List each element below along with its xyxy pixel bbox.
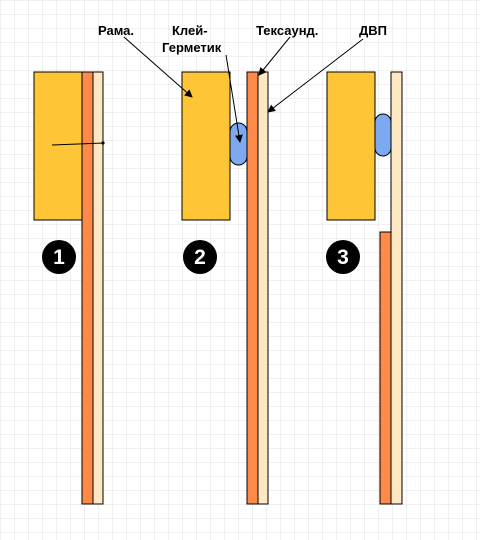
- step-number-3: 3: [337, 246, 349, 269]
- frame-block-1: [33, 71, 83, 221]
- fiberboard-label: ДВП: [359, 23, 387, 38]
- fiberboard-layer-1: [92, 71, 104, 505]
- sealant-bead-3: [374, 113, 392, 157]
- texound-layer-3: [379, 231, 392, 505]
- texound-callout-arrow: [258, 36, 291, 76]
- fastener-dot-1: [101, 141, 105, 145]
- frame-label: Рама.: [98, 23, 134, 38]
- step-badge-2: [183, 240, 217, 274]
- step-badge-3: [326, 240, 360, 274]
- step-number-1: 1: [53, 246, 65, 269]
- sealant-bead-2: [229, 122, 248, 166]
- texound-layer-2: [246, 71, 259, 505]
- sealant-label-line2: Герметик: [162, 40, 222, 55]
- assembly-3: 3: [326, 71, 403, 505]
- step-badge-1: [42, 240, 76, 274]
- fiberboard-layer-3: [390, 71, 403, 505]
- fiberboard-layer-2: [257, 71, 269, 505]
- frame-callout-arrow: [123, 36, 193, 98]
- texound-layer-1: [81, 71, 94, 505]
- frame-block-3: [326, 71, 376, 221]
- assembly-1: 1: [33, 71, 105, 505]
- fastener-line-1: [51, 142, 105, 146]
- texound-label: Тексаунд.: [256, 23, 318, 38]
- step-number-2: 2: [194, 246, 206, 269]
- sealant-callout-arrow: [225, 54, 243, 143]
- fiberboard-callout-arrow: [267, 38, 364, 113]
- assembly-2: 2: [181, 71, 269, 505]
- sealant-label-line1: Клей-: [172, 23, 208, 38]
